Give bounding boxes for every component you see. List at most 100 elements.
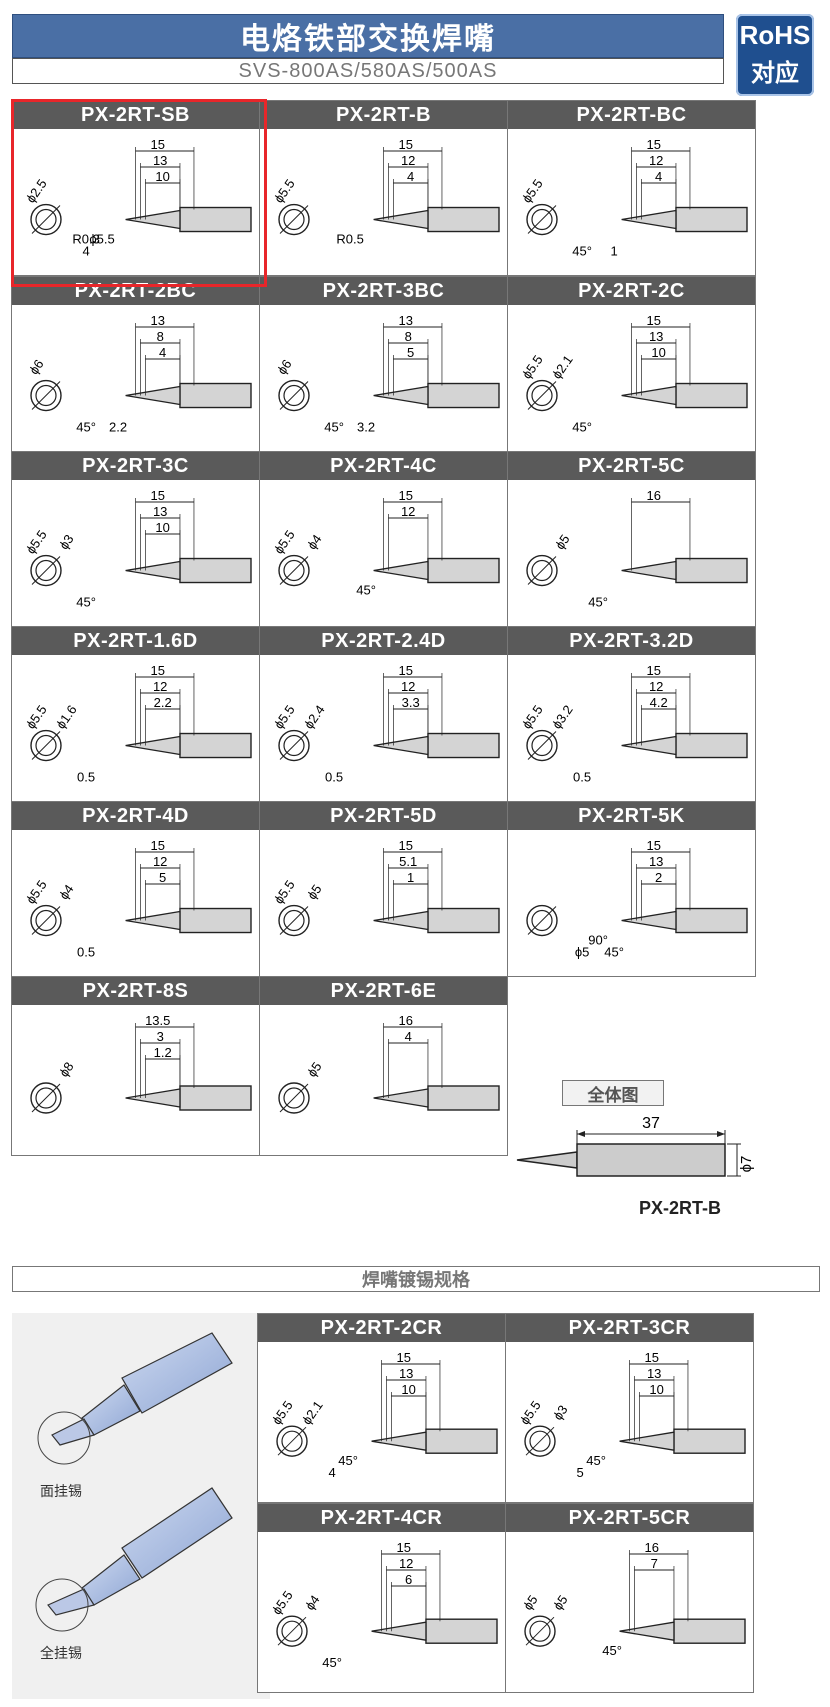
tip-shaft [675,206,748,233]
overview-model-label: PX-2RT-B [638,1198,721,1218]
tip-shaft [427,732,500,759]
dimension-label: 4 [82,244,89,259]
dimension-label: 12 [401,504,415,519]
dimension-label: ϕ5 [552,532,573,552]
tip-model-label: PX-2RT-5K [508,802,755,830]
dimension-label: ϕ2.5 [23,176,50,205]
dimension-label: 5 [407,345,414,360]
tip-shaft [427,907,500,934]
dimension-label: 15 [646,838,660,853]
page-title: 电烙铁部交换焊嘴 [12,14,724,58]
dimension-label: 45° [324,420,344,435]
dimension-label: 5 [159,870,166,885]
dimension-label: 45° [322,1655,342,1670]
tip-cone [619,1621,675,1641]
dimension-label: 15 [398,838,412,853]
face-tinning-caption: 面挂锡 [40,1484,82,1500]
dimension-label: 13.5 [145,1013,170,1028]
dimension-label: ϕ5.5 [89,232,114,247]
full-tinning-tip [35,1487,233,1632]
dimension-label: 12 [649,679,663,694]
dimension-label: 2.2 [154,695,172,710]
dimension-label: 16 [644,1540,658,1555]
dimension-label: 1 [610,244,617,259]
tip-model-label: PX-2RT-2C [508,277,755,305]
dimension-label: ϕ3 [550,1402,571,1422]
tip-model-label: PX-2RT-5CR [506,1504,753,1532]
dimension-label: ϕ5 [575,945,590,960]
dimension-label: 12 [153,679,167,694]
dimension-label: ϕ5.5 [23,527,50,556]
end-view-diameter-line [279,205,309,234]
rohs-badge-line2: 对应 [751,59,799,87]
dimension-label: 15 [398,137,412,152]
tip-shaft [675,557,748,584]
dimension-label: 6 [405,1572,412,1587]
end-view-diameter-line [279,731,309,760]
dimension-label: 45° [586,1453,606,1468]
tip-shaft [427,1085,500,1111]
tip-model-label: PX-2RT-4C [260,452,507,480]
tip-shaft [179,907,252,934]
dimension-label: ϕ5 [520,1592,541,1612]
dimension-label: ϕ3 [56,532,77,552]
dimension-label: 13 [399,1366,413,1381]
tip-shaft [179,1085,252,1111]
tip-shaft [675,382,748,409]
dimension-label: 7 [651,1556,658,1571]
tip-shaft [179,557,252,584]
dimension-label: 10 [651,345,665,360]
dimension-label: ϕ5.5 [519,352,546,381]
dimension-label: 45° [356,583,376,598]
dimension-label: 90° [588,933,608,948]
tip-shaft [427,557,500,584]
tip-model-label: PX-2RT-6E [260,977,507,1005]
dimension-label: 15 [646,313,660,328]
dimension-label: R0.5 [336,232,363,247]
end-view-diameter-line [31,906,61,935]
dimension-label: 5.1 [399,854,417,869]
dimension-label: ϕ2.4 [301,702,328,731]
dimension-label: 45° [572,244,592,259]
tip-model-label: PX-2RT-4D [12,802,259,830]
dimension-label: 3.3 [402,695,420,710]
tip-cone [373,1088,429,1108]
tip-cone [125,209,181,230]
dimension-label: 4 [159,345,166,360]
tip-drawing: 13.531.2ϕ8 [30,1013,252,1114]
end-view-diameter-line [527,906,557,935]
dimension-label: 4.2 [650,695,668,710]
dimension-label: 13 [398,313,412,328]
end-view-diameter-line [525,1616,555,1646]
overview-drawing: 37 ϕ7 [516,1115,755,1177]
tip-cone [125,910,181,931]
dimension-label: 3 [157,1029,164,1044]
tip-model-label: PX-2RT-8S [12,977,259,1005]
dimension-label: 15 [398,663,412,678]
dimension-label: 15 [644,1350,658,1365]
tip-shaft [673,1618,746,1644]
end-view-diameter-line [279,906,309,935]
dimension-label: 45° [602,1643,622,1658]
dimension-label: ϕ4 [56,882,77,902]
end-view-diameter-line [527,556,557,585]
dimension-label: 13 [150,313,164,328]
